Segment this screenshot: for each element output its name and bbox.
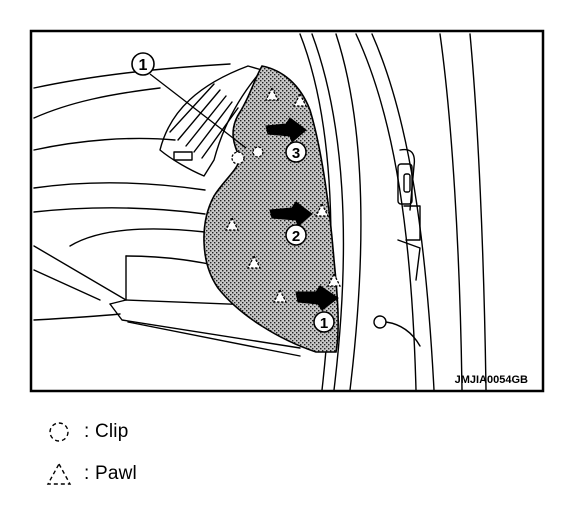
legend-pawl-row: : Pawl — [46, 462, 137, 486]
door-latch — [403, 173, 411, 193]
vent-louver — [193, 101, 233, 153]
vent-louver — [169, 83, 215, 133]
door-frame — [399, 148, 416, 211]
a-pillar — [335, 33, 362, 391]
door-frame — [469, 33, 487, 391]
pawl-icon — [292, 92, 308, 107]
step-2-circle — [285, 224, 307, 246]
removal-arrows — [265, 117, 339, 311]
legend-clip-row: : Clip — [46, 420, 129, 444]
dashboard-line — [33, 182, 206, 191]
callout-panel-circle — [131, 52, 155, 76]
step-1-number: 1 — [320, 315, 328, 332]
callout-panel-number: 1 — [139, 57, 148, 74]
dashboard-line — [127, 321, 301, 357]
step-2-number: 2 — [292, 228, 300, 245]
clip-icon — [252, 146, 264, 158]
step-3-circle — [285, 141, 307, 163]
vent-louver — [201, 107, 239, 159]
dashboard-line — [33, 207, 206, 215]
callout-leader — [149, 73, 247, 149]
figure-code: JMJIA0054GB — [455, 374, 528, 386]
clip-icon — [231, 151, 245, 165]
dashboard-line — [33, 63, 231, 89]
vent-knob — [173, 151, 193, 161]
arrow-2-icon — [269, 201, 313, 227]
legend-pawl-label: : Pawl — [84, 463, 137, 484]
dashboard-line — [109, 303, 301, 349]
clip-markers — [231, 146, 264, 165]
clip-circle-dashed-icon — [49, 422, 69, 442]
door-frame — [355, 33, 417, 391]
dashboard-line — [69, 228, 206, 247]
dashboard-line — [109, 255, 127, 305]
harness-wire — [385, 321, 421, 347]
dashboard-line — [33, 269, 101, 301]
vent-louver — [177, 89, 221, 141]
door-frame — [371, 33, 435, 391]
legend-clip-label: : Clip — [84, 421, 129, 442]
pawl-markers — [224, 86, 342, 303]
door-frame — [439, 33, 463, 391]
installation-diagram: 1 3 2 1 JMJIA0054GB — [29, 29, 545, 393]
pawl-icon — [272, 288, 288, 303]
pawl-icon — [326, 272, 342, 287]
arrow-1-icon — [295, 285, 339, 311]
dashboard-line — [33, 245, 127, 301]
dashboard-line — [33, 87, 161, 119]
door-frame — [403, 205, 421, 241]
pawl-icon — [264, 86, 280, 101]
pawl-triangle-dashed-icon — [46, 462, 72, 485]
arrow-3-icon — [265, 117, 307, 143]
door-frame — [397, 239, 421, 281]
dashboard-line — [33, 313, 121, 321]
vent-louver — [185, 95, 227, 147]
step-1-circle — [313, 311, 335, 333]
door-latch — [397, 163, 413, 205]
pawl-icon — [246, 254, 262, 269]
air-vent — [159, 65, 263, 177]
pawl-icon — [224, 216, 240, 231]
trim-panel — [203, 65, 339, 353]
dashboard-line — [33, 137, 176, 151]
step-3-number: 3 — [292, 145, 300, 162]
pawl-icon — [314, 202, 330, 217]
a-pillar — [311, 33, 345, 391]
